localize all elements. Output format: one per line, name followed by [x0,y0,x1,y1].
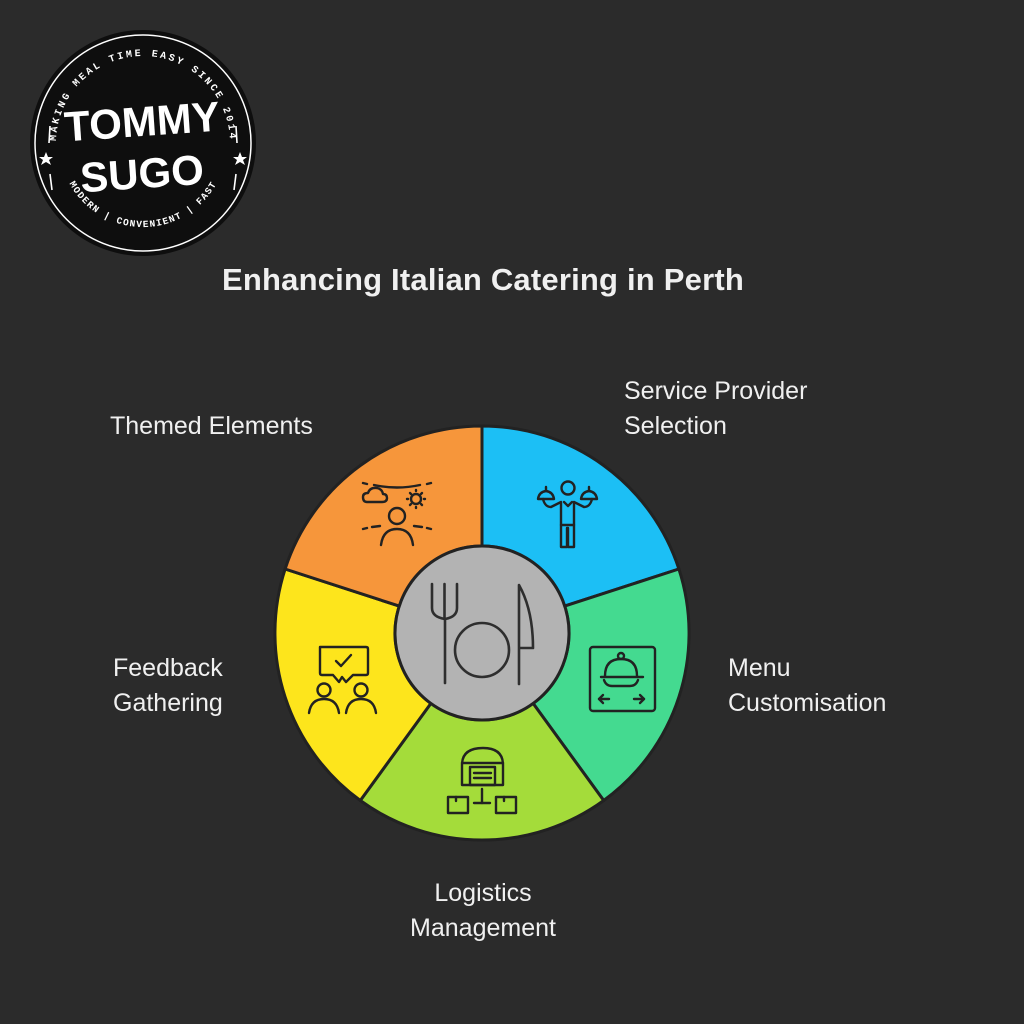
label-feedback-gathering: Feedback Gathering [113,651,223,721]
waiter-serving-trays-icon [536,480,599,549]
label-line: Service Provider [624,377,808,405]
label-line: Themed Elements [110,412,313,440]
logo-dash-left [48,125,51,144]
star-icon [39,152,53,165]
label-line: Logistics [434,879,532,907]
warehouse-network-icon [446,746,518,815]
logo-dash-right [235,125,238,144]
label-line: Gathering [113,689,223,717]
label-line: Selection [624,412,727,440]
label-line: Management [410,914,556,942]
label-logistics-management: Logistics Management [398,876,568,946]
label-line: Menu [728,654,791,682]
star-icon [233,152,247,165]
logo-text-tommy: TOMMY [63,93,221,151]
cloche-platter-arrows-icon [588,645,657,713]
logo-dash-left-lower [49,173,53,191]
logo-dash-right-lower [233,173,237,191]
label-themed-elements: Themed Elements [110,409,313,444]
fork-plate-knife-icon [430,582,535,686]
feedback-chat-people-icon [307,645,378,715]
label-service-provider-selection: Service Provider Selection [624,374,807,444]
logo-text-sugo: SUGO [79,146,206,202]
tommy-sugo-logo: MAKING MEAL TIME EASY SINCE 2014 MODERN … [30,30,256,256]
label-menu-customisation: Menu Customisation [728,651,886,721]
center-hub [393,544,571,722]
page-title: Enhancing Italian Catering in Perth [221,262,744,297]
label-line: Feedback [113,654,223,682]
person-weather-theme-icon [361,481,433,547]
label-line: Customisation [728,689,887,717]
